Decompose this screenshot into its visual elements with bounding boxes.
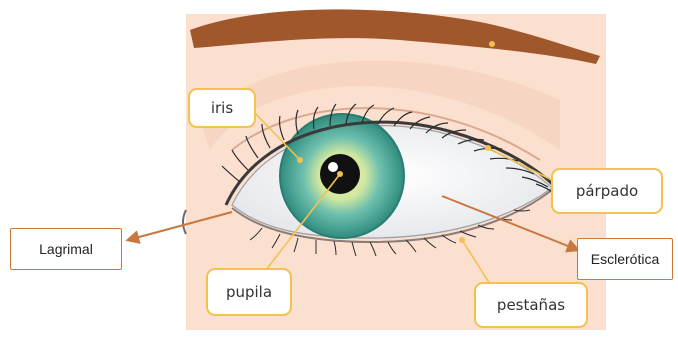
dot-eyebrow bbox=[489, 41, 495, 47]
dot-iris bbox=[297, 157, 303, 163]
dot-pupila bbox=[337, 171, 343, 177]
label-iris: iris bbox=[188, 88, 256, 128]
label-pupila: pupila bbox=[206, 268, 292, 316]
label-parpado: párpado bbox=[551, 168, 663, 214]
label-esclerotica: Esclerótica bbox=[577, 238, 673, 280]
label-lagrimal: Lagrimal bbox=[10, 228, 122, 270]
pupil-highlight bbox=[328, 162, 338, 172]
dot-pestanas bbox=[459, 237, 465, 243]
dot-parpado bbox=[485, 145, 491, 151]
tear-duct-shape bbox=[183, 210, 186, 234]
label-pestanas: pestañas bbox=[474, 282, 588, 328]
